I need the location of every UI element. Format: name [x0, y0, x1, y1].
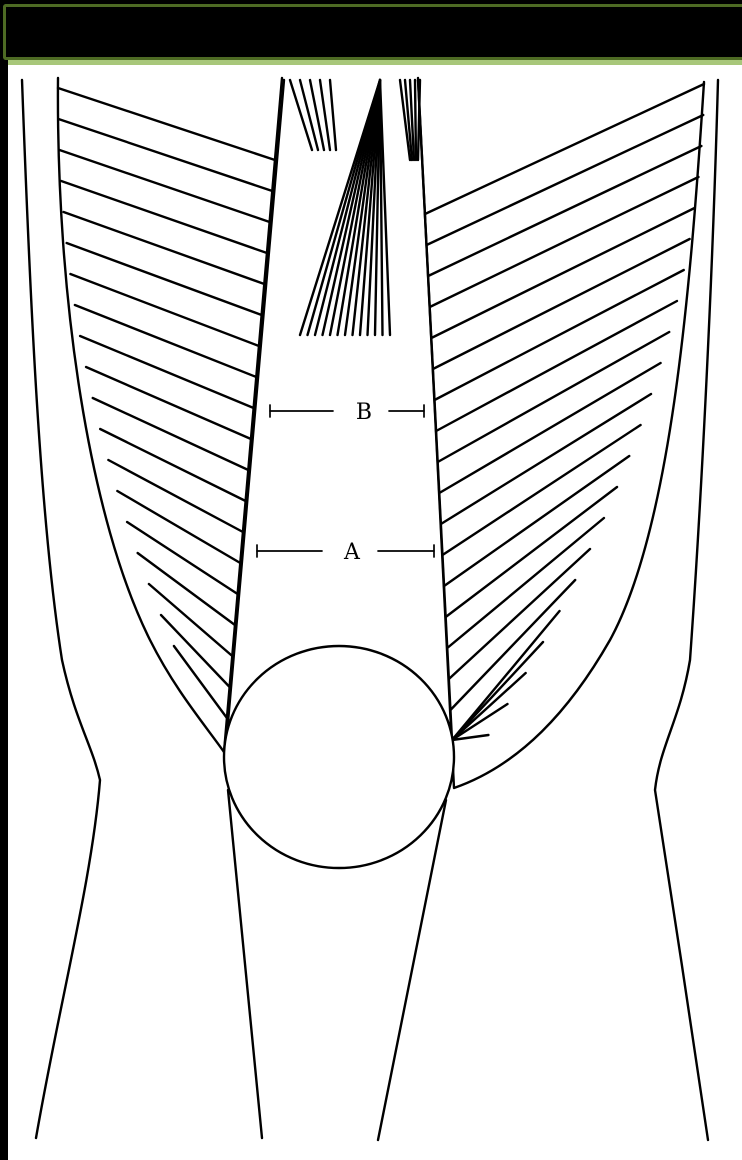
- left-hatch-line: [70, 274, 259, 346]
- left-hatch-line: [75, 305, 256, 377]
- left-hatch-line: [138, 553, 235, 625]
- right-hatch-line: [442, 425, 640, 555]
- patella: [224, 646, 454, 868]
- tendon-fiber-line: [330, 80, 336, 150]
- left-hatch-line: [93, 398, 249, 470]
- right-hatch-line: [428, 146, 701, 276]
- right-hatch-line: [452, 642, 543, 740]
- label-b: B: [356, 400, 372, 425]
- right-hatch-line: [431, 208, 694, 338]
- right-muscle-hatching: [425, 84, 704, 740]
- right-hatch-line: [439, 363, 660, 493]
- left-hatch-line: [80, 336, 254, 408]
- left-hatch-line: [58, 119, 272, 191]
- tendon-fibers: [290, 80, 420, 335]
- left-hatch-line: [100, 429, 245, 501]
- right-hatch-line: [430, 177, 699, 307]
- left-hatch-line: [67, 243, 262, 315]
- left-outer-contour: [22, 80, 100, 1138]
- left-hatch-line: [61, 181, 267, 253]
- right-outer-contour: [655, 80, 718, 1140]
- right-hatch-line: [441, 394, 651, 524]
- right-hatch-line: [452, 673, 526, 740]
- tendon-left-border: [226, 80, 284, 745]
- right-hatch-line: [435, 270, 684, 400]
- left-hatch-line: [58, 88, 275, 160]
- right-hatch-line: [438, 332, 670, 462]
- tendon-fiber-line: [415, 80, 416, 160]
- left-hatch-line: [108, 460, 243, 532]
- left-muscle-hatching: [58, 88, 275, 718]
- left-muscle-outline: [58, 78, 282, 752]
- patellar-tendon-left: [228, 790, 262, 1138]
- left-hatch-line: [86, 367, 251, 439]
- left-hatch-line: [64, 212, 265, 284]
- right-hatch-line: [436, 301, 677, 431]
- left-hatch-line: [60, 150, 270, 222]
- right-hatch-line: [433, 239, 690, 369]
- label-a: A: [343, 540, 361, 565]
- right-muscle-outline: [418, 78, 704, 788]
- tendon-right-border: [418, 80, 452, 740]
